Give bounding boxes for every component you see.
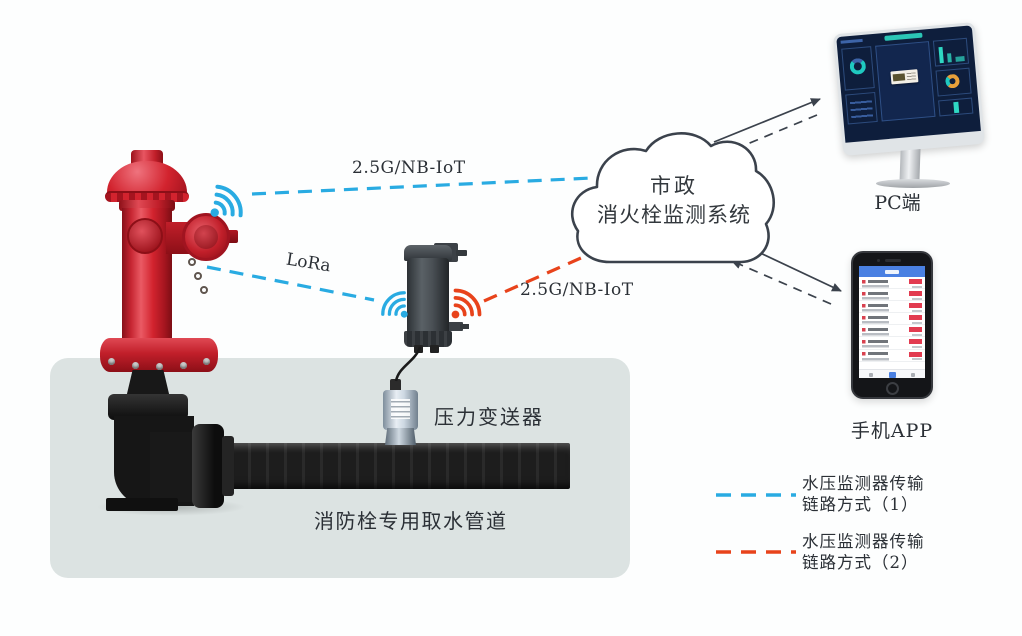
hydrant-base-transition xyxy=(126,370,170,398)
device-body xyxy=(407,258,449,335)
pipe-label: 消防栓专用取水管道 xyxy=(314,509,508,533)
wifi-icon xyxy=(449,284,486,321)
transmitter-hex-nut xyxy=(385,428,416,445)
hydrant-black-flange xyxy=(108,394,188,420)
pc-monitor xyxy=(832,22,986,156)
monitor-base xyxy=(876,179,950,188)
device-lower-arm xyxy=(444,322,463,331)
alarm-list-row xyxy=(859,277,925,290)
app-header-bar xyxy=(859,266,925,277)
bar xyxy=(938,46,944,64)
hydrant-chain-link xyxy=(188,258,196,266)
cloud-to-pc-arrow xyxy=(713,98,821,143)
dashboard-table-panel xyxy=(845,91,878,125)
flange-bolt xyxy=(156,363,163,370)
flange-bolt xyxy=(180,362,187,369)
dashboard-left-panel xyxy=(841,46,875,91)
map-popup-card xyxy=(890,69,919,85)
bar xyxy=(947,53,952,63)
transmitter-stem xyxy=(390,379,401,392)
cloud-label-line2: 消火栓监测系统 xyxy=(597,203,751,227)
link-line-hydrant-to-cloud xyxy=(251,176,593,196)
pipe-flange-ring xyxy=(222,436,234,496)
mobile-phone xyxy=(851,251,933,399)
dashboard-gauge-panel xyxy=(938,97,974,117)
phone-to-cloud-arrow xyxy=(731,260,832,305)
water-pipe xyxy=(230,443,570,489)
phone-camera xyxy=(877,259,880,262)
phone-home-button xyxy=(886,382,899,395)
flange-bolt xyxy=(108,358,115,365)
hydrant-outlet-cap xyxy=(182,213,230,261)
phone-screen xyxy=(859,266,925,378)
tab-icon-active xyxy=(889,371,896,378)
pressure-transmitter-label: 压力变送器 xyxy=(434,405,544,429)
alarm-list-row xyxy=(859,301,925,314)
popup-thumbnail xyxy=(892,73,906,82)
legend-item-2: 水压监测器传输 链路方式（2） xyxy=(802,531,925,573)
alarm-list-row xyxy=(859,349,925,362)
hydrant-crown-rim xyxy=(105,191,189,202)
dashboard-bar-panel xyxy=(932,37,970,67)
tab-icon xyxy=(869,372,873,377)
pc-terminal xyxy=(832,22,990,190)
transmitter-label-band xyxy=(388,396,413,422)
app-header-title xyxy=(885,270,899,274)
hydrant-chain-link xyxy=(194,272,202,280)
legend-item-2-line2: 链路方式（2） xyxy=(802,553,919,572)
donut-chart xyxy=(944,73,961,89)
app-tab-bar xyxy=(859,369,925,378)
hydrant-foot-plate xyxy=(106,498,178,511)
cloud-label: 市政 消火栓监测系统 xyxy=(578,172,770,230)
link-line-hydrant-to-device xyxy=(206,265,375,302)
flange-bolt xyxy=(132,362,139,369)
alarm-list xyxy=(859,277,925,369)
legend-item-1: 水压监测器传输 链路方式（1） xyxy=(802,473,925,515)
bar xyxy=(955,56,965,62)
alarm-list-row xyxy=(859,325,925,338)
pipe-flange xyxy=(192,424,224,508)
dashboard-map-panel xyxy=(875,41,936,122)
alarm-list-row xyxy=(859,289,925,302)
hydrant-outlet-cap-center xyxy=(194,225,218,249)
cloud-label-line1: 市政 xyxy=(650,174,698,198)
dashboard-menu-bar xyxy=(840,38,863,44)
device-top-cap xyxy=(404,245,452,261)
monitor-stand xyxy=(899,149,921,183)
wifi-icon xyxy=(377,287,410,320)
hydrant-neck-ring xyxy=(119,200,175,211)
device-connector xyxy=(430,345,439,353)
sensor-cable xyxy=(394,346,422,382)
hydrant-front-nut xyxy=(127,218,163,254)
link-label-nbiot-upper: 2.5G/NB-IoT xyxy=(352,158,466,178)
donut-chart xyxy=(849,57,867,76)
wifi-icon xyxy=(207,179,251,223)
popup-text xyxy=(906,72,917,81)
device-bottom-cap xyxy=(404,331,452,347)
phone-label: 手机APP xyxy=(850,420,934,442)
dashboard-donut-panel xyxy=(935,67,972,97)
cloud-shape xyxy=(570,132,775,264)
flange-bolt xyxy=(203,358,210,365)
dashboard-title-bar xyxy=(884,32,923,41)
device-lower-pin xyxy=(460,324,469,329)
pc-label: PC端 xyxy=(874,192,921,214)
alarm-list-row xyxy=(859,337,925,350)
hydrant-chain-link xyxy=(200,286,208,294)
legend-item-1-line2: 链路方式（1） xyxy=(802,495,919,514)
phone-speaker xyxy=(885,259,901,262)
link-label-nbiot-lower: 2.5G/NB-IoT xyxy=(520,280,634,300)
bar xyxy=(953,101,960,114)
device-mount-pin xyxy=(456,250,467,256)
legend-item-2-line1: 水压监测器传输 xyxy=(802,532,925,551)
alarm-list-row xyxy=(859,313,925,326)
tab-icon xyxy=(911,372,915,377)
legend-item-1-line1: 水压监测器传输 xyxy=(802,474,925,493)
